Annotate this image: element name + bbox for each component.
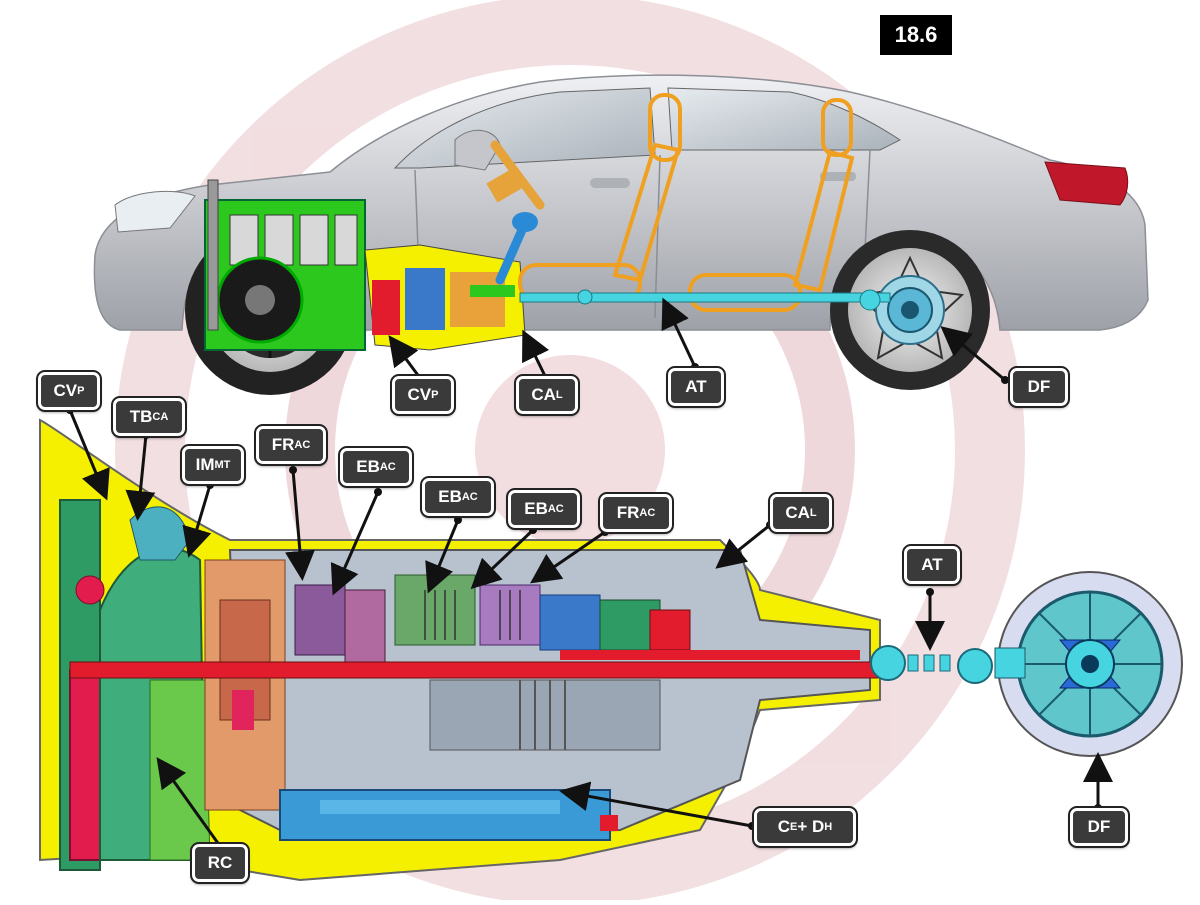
taillight (1044, 161, 1129, 206)
driveshaft (519, 289, 891, 311)
label-df-car: DF (1008, 366, 1070, 408)
headlight (114, 190, 196, 233)
clutch-packs (294, 574, 691, 671)
figure-number: 18.6 (880, 15, 952, 55)
label-at: AT (902, 544, 962, 586)
transmission-cutaway (39, 418, 1183, 882)
car-transmission (364, 244, 526, 351)
label-df: DF (1068, 806, 1130, 848)
steering-column (490, 140, 545, 210)
engine-block (204, 179, 366, 351)
label-rc: RC (190, 842, 250, 884)
driveshaft-joint (870, 645, 993, 684)
main-shaft (69, 650, 881, 751)
label-at-car: AT (666, 366, 726, 408)
differential-gear (994, 571, 1183, 757)
rear-wheel (830, 230, 990, 390)
valve-body (279, 789, 618, 841)
callout-arrows (68, 297, 1113, 847)
gear-shifter (495, 225, 527, 285)
oil-pump (204, 559, 286, 811)
